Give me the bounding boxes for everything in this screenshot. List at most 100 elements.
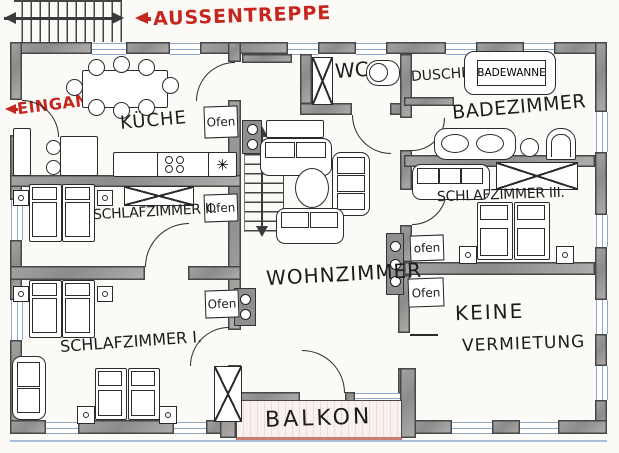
- stove: [157, 152, 212, 177]
- wall: [10, 420, 46, 434]
- kitchen-side-table: [60, 136, 98, 176]
- wall: [554, 42, 607, 54]
- oven-kitchen: Ofen: [203, 105, 239, 139]
- nightstand: [13, 190, 29, 206]
- wall: [126, 42, 170, 54]
- wall: [595, 334, 607, 366]
- window: [596, 366, 608, 400]
- wardrobe: [124, 186, 194, 206]
- wall: [345, 392, 355, 402]
- dusche-label: DUSCHE: [410, 64, 471, 86]
- wall: [10, 42, 92, 54]
- cushion: [17, 362, 40, 387]
- wall: [595, 152, 607, 215]
- pillow: [98, 371, 122, 386]
- kitchen-door-arc: [196, 62, 235, 101]
- pillow: [65, 187, 90, 200]
- blanket: [98, 390, 122, 416]
- wall: [228, 42, 241, 62]
- window: [11, 300, 23, 340]
- chair: [113, 56, 130, 73]
- stove-burner: [176, 165, 184, 173]
- chair: [113, 102, 130, 119]
- staircase-arrow-line: [4, 17, 118, 20]
- nightstand: [459, 246, 477, 264]
- stairs-arrow-up-icon: [256, 120, 268, 137]
- chimney-flue: [246, 138, 258, 150]
- staircase-arrow-right-icon: [112, 12, 130, 24]
- wall: [400, 54, 412, 118]
- wardrobe: [496, 162, 578, 190]
- chimney-flue: [239, 293, 251, 305]
- chair: [88, 99, 105, 116]
- stove-burner: [165, 156, 173, 164]
- chimney: [242, 120, 262, 154]
- window: [174, 422, 206, 434]
- pillow: [65, 283, 90, 296]
- cushion: [337, 175, 365, 192]
- keine-vermietung-label-line2: VERMIETUNG: [461, 331, 586, 357]
- cushion: [265, 142, 295, 158]
- chair: [88, 59, 105, 76]
- blanket: [131, 390, 155, 416]
- blanket: [32, 202, 57, 237]
- wall: [386, 42, 446, 54]
- chimney-flue: [239, 309, 251, 321]
- chair: [46, 140, 61, 155]
- kitchen-cabinet: [13, 128, 31, 176]
- balcony-pillar: [400, 368, 416, 438]
- cushion: [337, 193, 365, 210]
- chair: [138, 59, 155, 76]
- window: [11, 200, 23, 240]
- cushion: [417, 168, 439, 184]
- stove-burner: [165, 165, 173, 173]
- nightstand: [159, 406, 177, 424]
- badezimmer-label: BADEZIMMER: [451, 90, 587, 124]
- nightstand: [77, 406, 95, 424]
- blanket: [517, 228, 545, 256]
- kitchen-sink: ✳: [208, 152, 237, 177]
- chimney-flue: [389, 276, 401, 288]
- wc-label: WC: [334, 56, 370, 84]
- chimney: [234, 288, 256, 326]
- pillow: [32, 187, 57, 200]
- pillow: [32, 283, 57, 296]
- pillow: [480, 205, 508, 220]
- window: [596, 215, 608, 247]
- sideboard: [266, 120, 324, 138]
- wardrobe: [214, 366, 242, 422]
- wall: [318, 42, 356, 54]
- kueche-label: KÜCHE: [119, 107, 188, 134]
- cushion: [461, 168, 483, 184]
- window: [92, 43, 126, 55]
- wall: [300, 103, 352, 115]
- aussentreppe-arrow-bar: [140, 17, 151, 21]
- wall: [404, 420, 452, 434]
- cushion: [17, 388, 40, 413]
- chimney-flue: [389, 258, 401, 270]
- cushion: [296, 142, 326, 158]
- blanket: [65, 298, 90, 333]
- wall: [404, 262, 595, 275]
- window: [170, 43, 200, 55]
- bathtub-label-box: BADEWANNE: [477, 60, 546, 86]
- oven-bedroom1: Ofen: [204, 289, 240, 319]
- keine-vermietung-door-leaf: [410, 334, 438, 336]
- chair: [138, 99, 155, 116]
- chair: [162, 77, 179, 94]
- keine-vermietung-label-line1: KEINE: [454, 298, 525, 326]
- aussentreppe-label: AUSSENTREPPE: [152, 1, 332, 31]
- toilet-bowl: [369, 63, 388, 82]
- balcony-door-arc: [302, 350, 345, 393]
- nightstand: [556, 246, 574, 264]
- wall: [595, 247, 607, 300]
- stairs-arrow-line: [261, 130, 263, 226]
- washbasin: [441, 134, 469, 153]
- eingang-arrow-bar: [9, 107, 18, 111]
- balkon-label: BALKON: [264, 404, 374, 433]
- exterior-staircase: [14, 0, 122, 42]
- chair: [66, 79, 83, 96]
- wall: [10, 42, 22, 100]
- window: [596, 112, 608, 152]
- window: [452, 422, 492, 434]
